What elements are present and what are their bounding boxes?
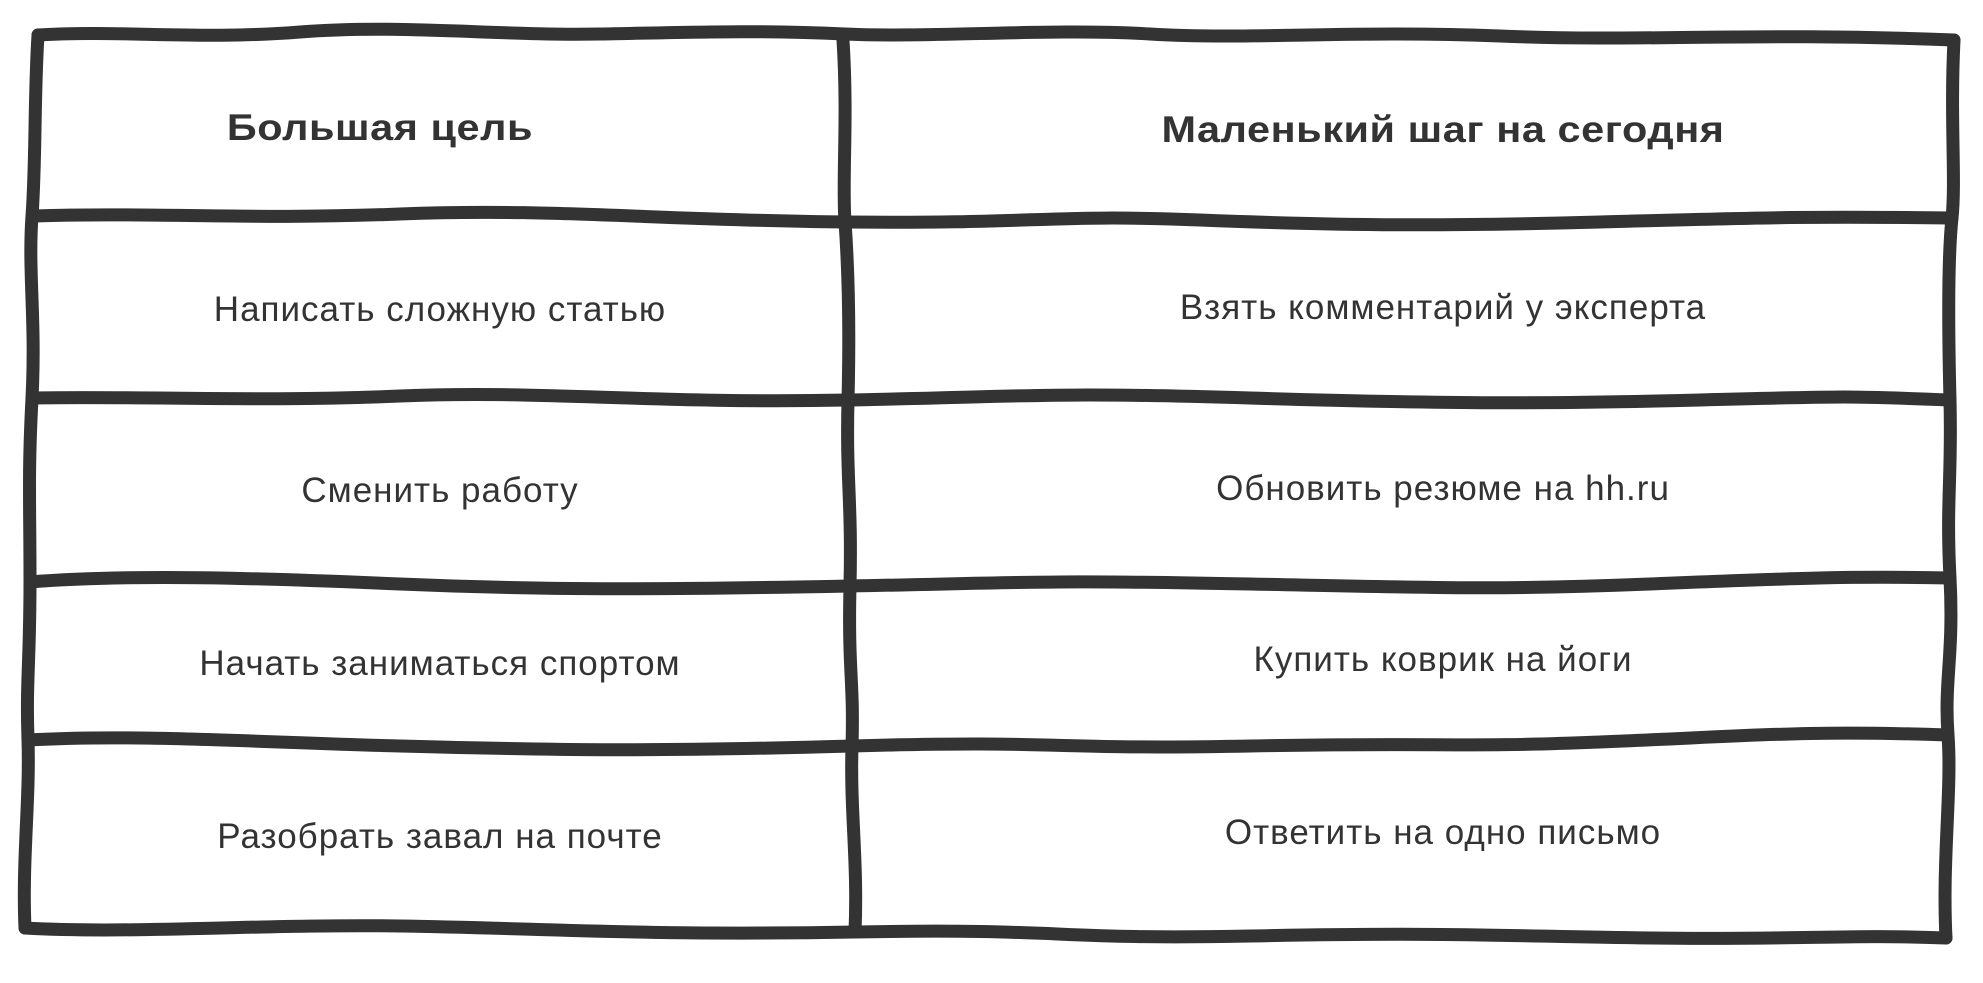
row-divider-3: [21, 726, 1955, 757]
table-cell-step-1: Взять комментарий у эксперта: [1043, 220, 1843, 396]
table-border-right: [1938, 33, 1961, 945]
cell-text: Ответить на одно письмо: [1224, 813, 1662, 852]
table-cell-step-2: Обновить резюме на hh.ru: [1043, 398, 1843, 580]
table-cell-goal-2: Сменить работу: [40, 400, 840, 582]
table-border-bottom: [18, 919, 1953, 945]
table-cell-goal-4: Разобрать завал на почте: [40, 744, 840, 930]
header-cell-small-step: Маленький шаг на сегодня: [1107, 40, 1779, 220]
cell-text: Написать сложную статью: [213, 290, 667, 329]
table-cell-goal-1: Написать сложную статью: [40, 222, 840, 398]
column-divider: [836, 33, 863, 939]
cell-text: Начать заниматься спортом: [199, 644, 681, 683]
cell-text: Сменить работу: [301, 471, 579, 510]
header-label: Маленький шаг на сегодня: [1161, 109, 1725, 150]
cell-text: Взять комментарий у эксперта: [1179, 288, 1707, 327]
row-divider-1: [25, 387, 1957, 410]
table-cell-step-4: Ответить на одно письмо: [1043, 740, 1843, 926]
row-divider-2: [23, 570, 1957, 596]
table-cell-step-3: Купить коврик на йоги: [1043, 580, 1843, 740]
header-divider: [27, 205, 1959, 232]
cell-text: Разобрать завал на почте: [217, 817, 663, 856]
table-cell-goal-3: Начать заниматься спортом: [40, 584, 840, 744]
header-label: Большая цель: [226, 107, 534, 148]
table-border-left: [17, 28, 45, 935]
cell-text: Купить коврик на йоги: [1253, 640, 1633, 679]
cell-text: Обновить резюме на hh.ru: [1216, 469, 1670, 508]
header-cell-big-goal: Большая цель: [156, 40, 604, 216]
table-border-top: [31, 22, 1961, 47]
